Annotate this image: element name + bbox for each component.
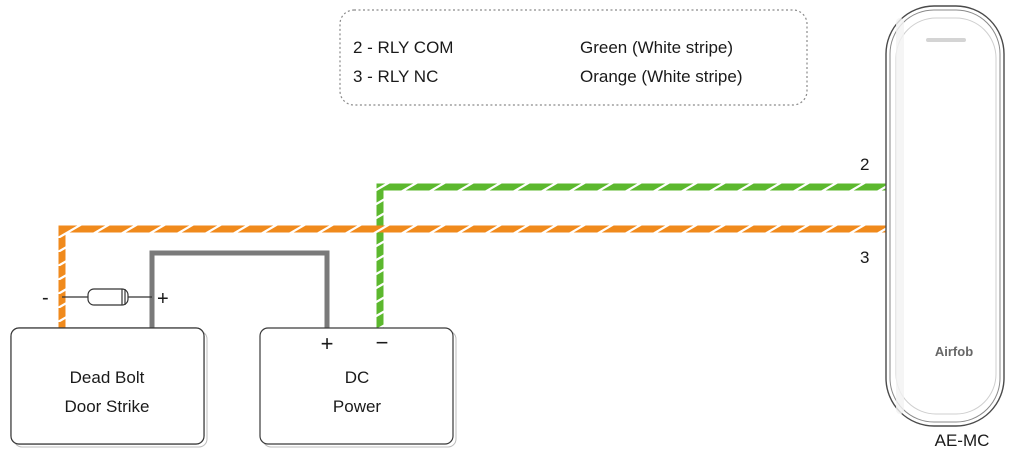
diode-minus-label: -: [42, 287, 49, 309]
legend-color-2: Green (White stripe): [580, 38, 733, 57]
dc-power-minus: −: [376, 330, 389, 355]
legend-border: [339, 9, 808, 106]
dc-power-line1: DC: [345, 368, 370, 387]
wire-legend: 2 - RLY COM Green (White stripe) 3 - RLY…: [339, 9, 808, 106]
diode-plus-label: +: [157, 288, 169, 310]
pin-label-2: 2: [860, 155, 869, 174]
reader-model-label: AE-MC: [935, 431, 990, 450]
dead-bolt-line1: Dead Bolt: [70, 368, 145, 387]
reader-top-slot: [926, 38, 966, 42]
orange-wire: [58, 225, 890, 328]
legend-pin-3: 3 - RLY NC: [353, 67, 438, 86]
pin-label-3: 3: [860, 248, 869, 267]
green-wire: [376, 183, 890, 328]
dead-bolt-line2: Door Strike: [64, 397, 149, 416]
dc-power-box: [259, 327, 457, 448]
dc-power-plus: +: [321, 331, 334, 356]
dc-power-line2: Power: [333, 397, 382, 416]
legend-color-3: Orange (White stripe): [580, 67, 743, 86]
gray-wire: [149, 250, 330, 330]
diode: [62, 288, 152, 306]
dead-bolt-box: [10, 327, 208, 448]
reader-device: [885, 5, 1005, 427]
legend-pin-2: 2 - RLY COM: [353, 38, 453, 57]
reader-brand-logo: Airfob: [935, 344, 973, 359]
